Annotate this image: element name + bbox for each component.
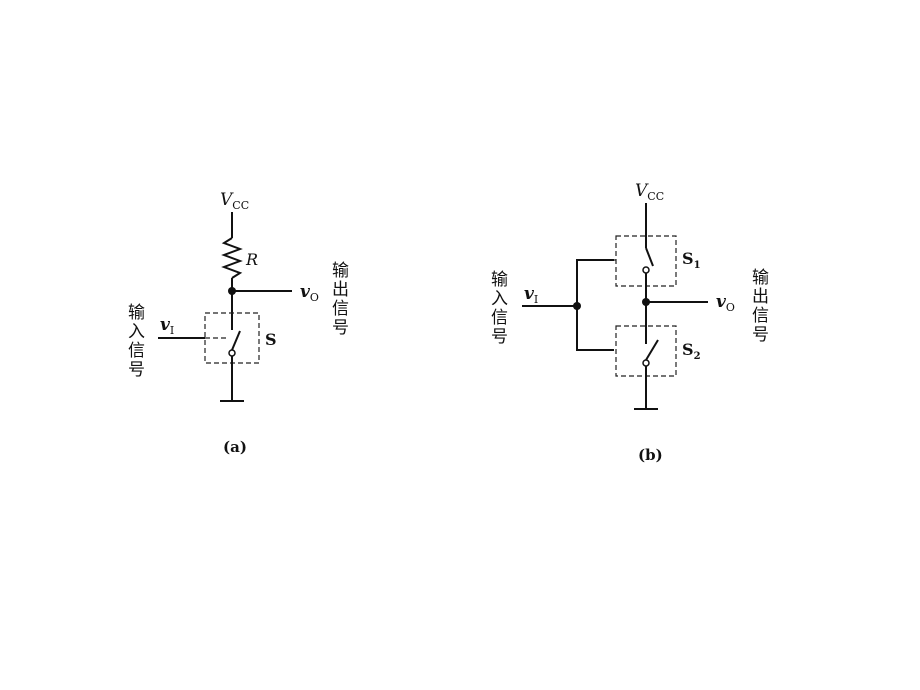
switch-label-s1: S1 xyxy=(682,249,701,271)
resistor-symbol xyxy=(221,237,243,279)
vout-label-a: vO xyxy=(300,282,319,304)
vcc-label-a: VCC xyxy=(220,190,249,212)
switch-blade-s1 xyxy=(645,247,654,267)
circuit-a: VCC R vO 输 出 信 号 S vI 输 入 信 号 (a) xyxy=(128,190,349,456)
switch-label-s2: S2 xyxy=(682,340,701,362)
output-signal-label-b: 输 出 信 号 xyxy=(752,268,769,345)
input-signal-label-b: 输 入 信 号 xyxy=(491,270,508,347)
switch-blade-a xyxy=(231,330,241,351)
input-signal-label-a: 输 入 信 号 xyxy=(128,303,145,380)
switch-contact-a xyxy=(228,349,236,357)
svg-text:输: 输 xyxy=(332,261,349,281)
output-signal-label-a: 输 出 信 号 xyxy=(332,261,349,338)
vin-label-b: vI xyxy=(524,284,538,306)
svg-text:输: 输 xyxy=(752,268,769,288)
vout-label-b: vO xyxy=(716,292,735,314)
switch-blade-s2 xyxy=(645,339,659,361)
svg-text:信: 信 xyxy=(491,308,508,328)
svg-text:出: 出 xyxy=(332,280,349,300)
svg-text:号: 号 xyxy=(491,327,508,347)
control-wire-s1 xyxy=(576,259,614,306)
caption-a: (a) xyxy=(223,438,247,456)
resistor-label: R xyxy=(245,250,258,269)
vin-label-a: vI xyxy=(160,315,174,337)
svg-text:信: 信 xyxy=(752,306,769,326)
switch-label-a: S xyxy=(265,330,277,349)
control-wire-s2 xyxy=(576,306,614,351)
caption-b: (b) xyxy=(638,446,663,464)
svg-text:信: 信 xyxy=(128,341,145,361)
svg-text:输: 输 xyxy=(128,303,145,323)
svg-text:入: 入 xyxy=(491,289,508,309)
svg-text:号: 号 xyxy=(332,318,349,338)
svg-text:号: 号 xyxy=(752,325,769,345)
control-line-s1 xyxy=(576,259,616,306)
svg-text:信: 信 xyxy=(332,299,349,319)
svg-text:出: 出 xyxy=(752,287,769,307)
svg-text:号: 号 xyxy=(128,360,145,380)
svg-text:入: 入 xyxy=(128,322,145,342)
switch-contact-s2 xyxy=(642,359,650,367)
vcc-label-b: VCC xyxy=(635,181,664,203)
circuit-b: VCC S1 vO 输 出 信 号 S2 vI 输 入 信 号 xyxy=(491,181,769,464)
switch-contact-s1 xyxy=(642,266,650,274)
svg-text:输: 输 xyxy=(491,270,508,290)
